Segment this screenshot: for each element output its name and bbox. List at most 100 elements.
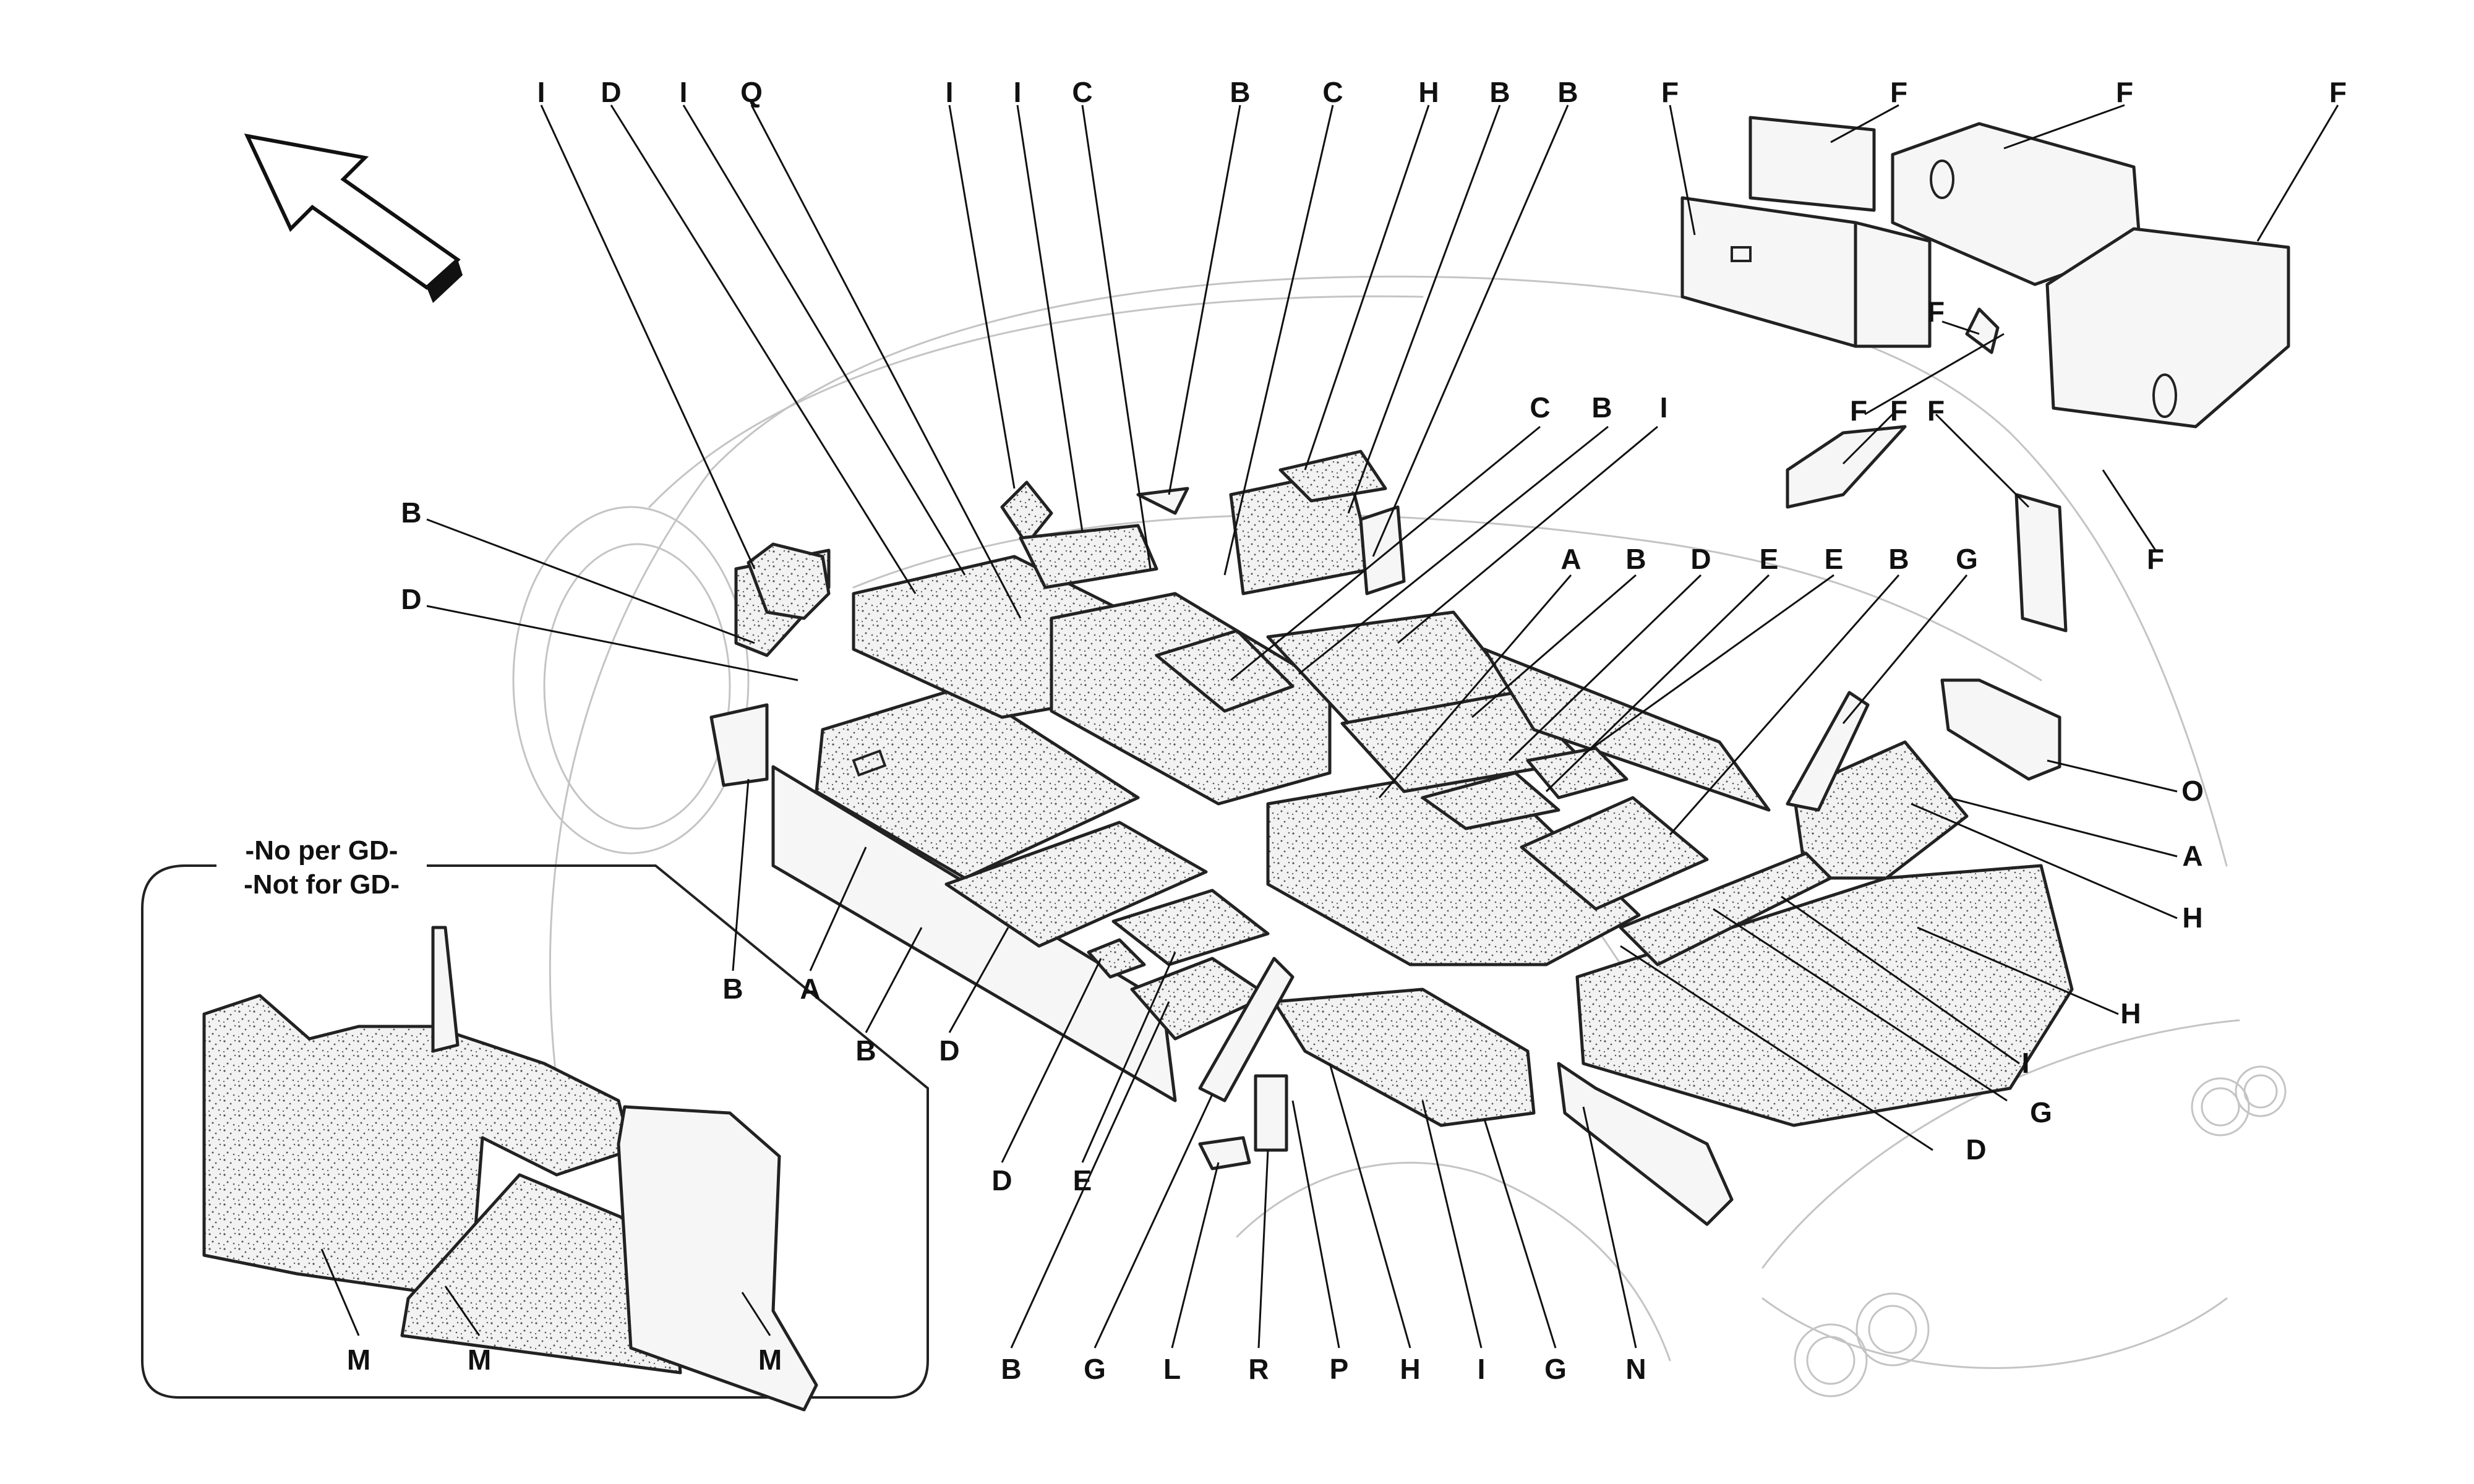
callout: E: [1760, 543, 1779, 575]
callout: F: [1890, 76, 1907, 108]
engine-bay-g: [1619, 851, 1833, 966]
callout: N: [1625, 1353, 1646, 1385]
callout: O: [2181, 775, 2204, 807]
f-parts-group: [1680, 116, 2290, 633]
callout: H: [2182, 902, 2202, 934]
callout: F: [2329, 76, 2347, 108]
callout: I: [1014, 76, 1022, 108]
callout: I: [680, 76, 688, 108]
upper-panel-b: [1136, 487, 1189, 515]
callouts-bottom: B G L R P H I G N: [1001, 1353, 1646, 1385]
rear-floor-h: [1272, 987, 1536, 1127]
callout: B: [1591, 391, 1612, 424]
callout: H: [1418, 76, 1439, 108]
inset-not-for-gd: -No per GD- -Not for GD-: [141, 835, 929, 1412]
callout: I: [2022, 1047, 2030, 1079]
callout: B: [855, 1034, 876, 1067]
callouts-top: I D I Q I I C B C H B B F F F F: [537, 76, 2347, 108]
inset-note-it: -No per GD-: [246, 835, 398, 866]
callouts-inset: M M M: [347, 1344, 782, 1376]
insulation-parts: [709, 450, 2074, 1226]
callout: B: [1625, 543, 1646, 575]
rear-bulkhead-b: [1483, 647, 1771, 812]
callout: B: [401, 497, 421, 529]
callout: M: [468, 1344, 491, 1376]
callouts-lower: B A B D D E: [722, 973, 1092, 1196]
callout: F: [2116, 76, 2133, 108]
callout: L: [1163, 1353, 1181, 1385]
callout: F: [1850, 394, 1867, 427]
callout: B: [1001, 1353, 1021, 1385]
part-f-tunnel: [2045, 227, 2290, 429]
part-f-bracket: [1786, 425, 1907, 509]
callout: F: [1890, 394, 1907, 427]
part-f-box: [1680, 196, 1857, 348]
rear-panel-e: [1421, 771, 1560, 830]
callout: M: [758, 1344, 782, 1376]
callout: P: [1330, 1353, 1349, 1385]
callout: D: [401, 583, 421, 615]
callout: G: [2030, 1096, 2052, 1128]
callout: G: [1956, 543, 1978, 575]
part-l: [1198, 1136, 1251, 1171]
tail-lights: [1794, 1065, 2287, 1397]
callout: R: [1248, 1353, 1269, 1385]
callout: B: [1557, 76, 1578, 108]
callout: A: [800, 973, 820, 1005]
firewall-piece-i: [747, 542, 831, 620]
seat-panel-c: [1155, 629, 1295, 713]
center-tunnel: [1050, 592, 1332, 806]
direction-arrow-icon: [244, 133, 463, 303]
callout: I: [537, 76, 546, 108]
callout: D: [991, 1164, 1012, 1196]
floor-panel-e: [1111, 889, 1270, 966]
seat-side-b: [1359, 505, 1406, 595]
rear-panel-b: [1520, 796, 1709, 911]
side-part-g: [1198, 957, 1295, 1102]
inset-part-fin: [431, 926, 460, 1053]
small-panel-d: [1087, 938, 1146, 979]
inset-note-en: -Not for GD-: [244, 869, 400, 900]
rear-part-g: [1786, 691, 1870, 812]
callout: D: [601, 76, 621, 108]
callout: H: [2120, 997, 2141, 1030]
upper-panel-c: [1019, 524, 1158, 589]
callout: D: [1690, 543, 1711, 575]
part-f-top: [1748, 116, 1876, 212]
callout: A: [2182, 840, 2202, 872]
floor-panel-a: [815, 684, 1140, 880]
callout: Q: [740, 76, 763, 108]
callout: B: [1489, 76, 1510, 108]
callout: G: [1084, 1353, 1106, 1385]
engine-bay-floor: [1575, 864, 2074, 1127]
rear-part-o: [1940, 678, 2061, 781]
callout: H: [1400, 1353, 1420, 1385]
inset-frame: [141, 864, 929, 1399]
callout: C: [1072, 76, 1092, 108]
callout: B: [1888, 543, 1909, 575]
inset-part-m3: [617, 1105, 818, 1412]
callout: F: [1927, 394, 1945, 427]
rear-strip-n: [1557, 1062, 1734, 1226]
car-body-outline: [512, 275, 2287, 1397]
firewall-bracket-b: [709, 703, 769, 787]
callout: M: [347, 1344, 370, 1376]
callouts-left: B D: [401, 497, 421, 615]
callout: F: [1661, 76, 1679, 108]
callout: D: [939, 1034, 959, 1067]
part-f-blade: [2014, 493, 2068, 633]
floor-panel-d: [944, 821, 1208, 948]
rear-strip-r: [1254, 1074, 1288, 1152]
callouts-right: O A H H I G D: [1966, 775, 2204, 1166]
callout: B: [722, 973, 743, 1005]
callouts-mid: C B I A B D E E B G F F F F F: [1530, 296, 2164, 575]
upper-panel-i: [1000, 480, 1053, 546]
callout: G: [1544, 1353, 1567, 1385]
callout: E: [1825, 543, 1844, 575]
callout: F: [1927, 296, 1945, 328]
callout: D: [1966, 1133, 1986, 1166]
seat-back-h: [1278, 450, 1387, 503]
leader-lines: [320, 104, 2339, 1349]
callout: C: [1322, 76, 1343, 108]
